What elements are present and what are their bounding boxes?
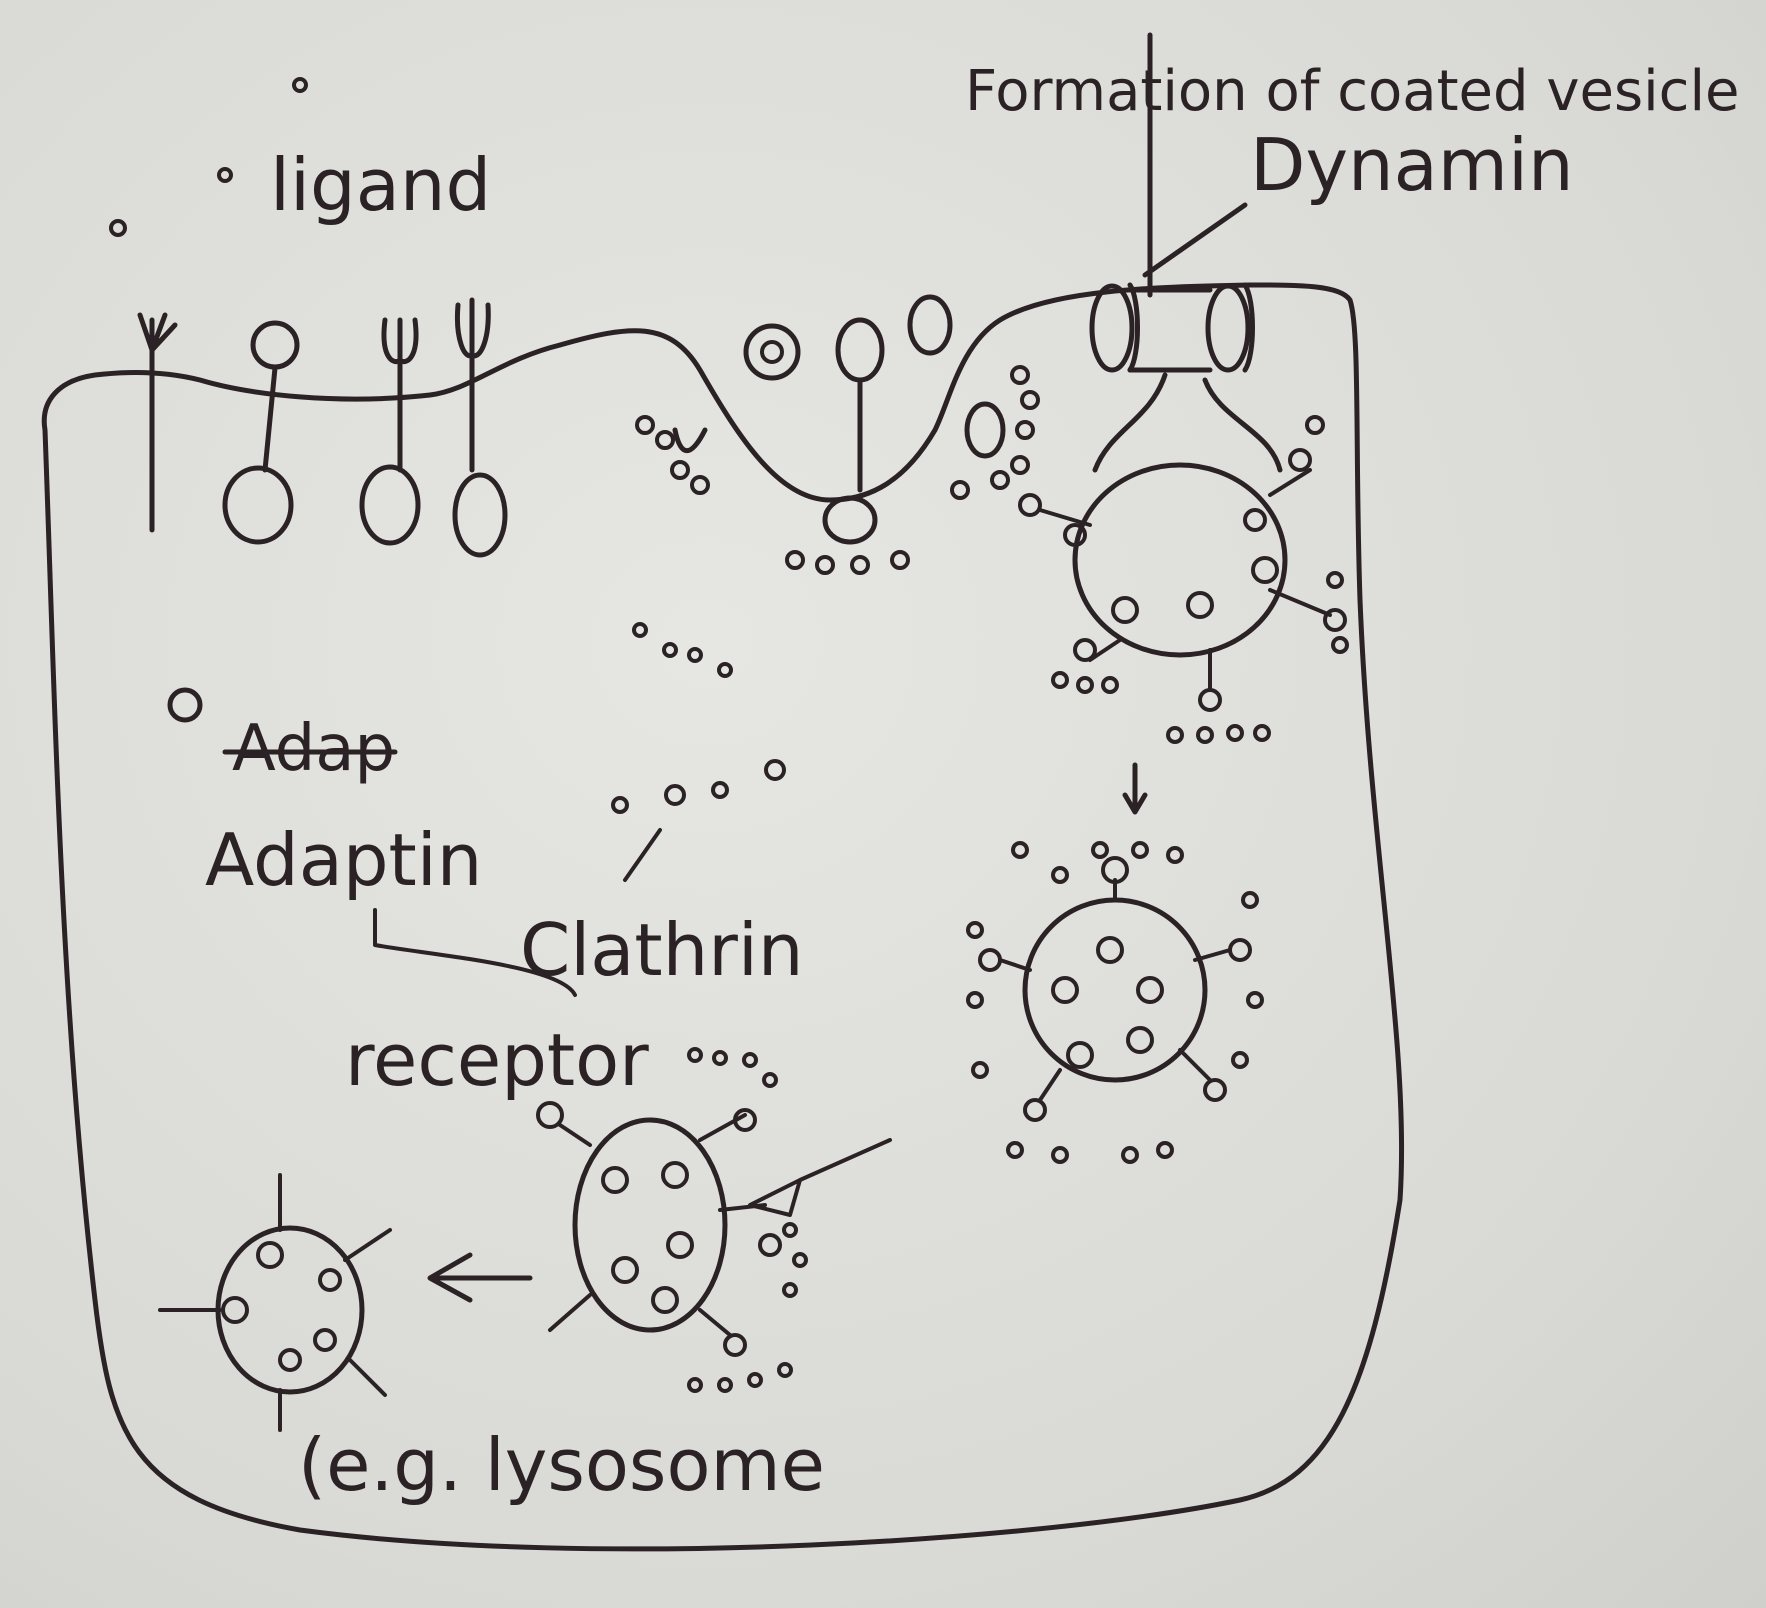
ligand-particle (109, 219, 127, 237)
adaptin-pointer (373, 908, 577, 997)
ligand-label: ligand (270, 143, 491, 227)
receptor-label: receptor (345, 1018, 649, 1102)
clathrin-pointer (623, 828, 662, 882)
receptors-with-ligand (137, 297, 508, 558)
ligand-particle (217, 167, 233, 183)
budding-vesicle (1072, 462, 1288, 658)
adaptin-marker (167, 687, 203, 723)
lysosome-label: (e.g. lysosome (298, 1423, 825, 1507)
free-clathrin (611, 622, 786, 814)
adaptin-struck-label: Adap (232, 712, 395, 786)
dynamin-vesicle (1018, 32, 1349, 744)
cell-membrane (41, 282, 1405, 1552)
coated-pit (635, 294, 1040, 575)
adaptin-label: Adaptin (205, 818, 482, 902)
free-ligands (109, 77, 308, 237)
lysosome (158, 1173, 392, 1432)
arrow-to-lysosome (427, 1252, 533, 1303)
clathrin-label: Clathrin (520, 908, 804, 992)
ligand-particle (292, 77, 308, 93)
dynamin-label: Dynamin (1250, 123, 1574, 207)
formation-title: Formation of coated vesicle (965, 59, 1739, 124)
uncoating-vesicle (536, 1047, 892, 1393)
coated-vesicle (966, 762, 1264, 1164)
